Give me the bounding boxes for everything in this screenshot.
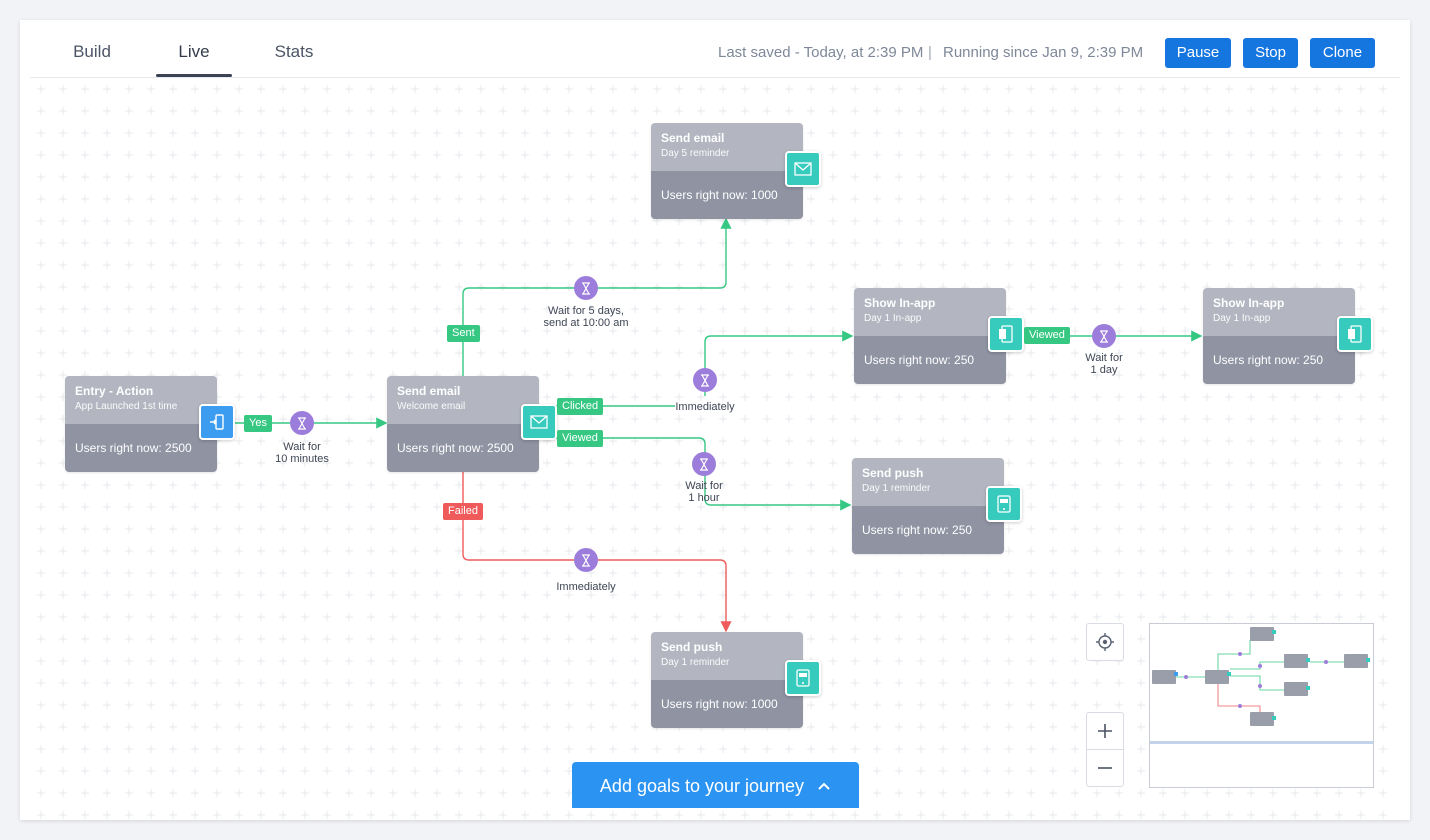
hourglass-icon[interactable] [693, 368, 717, 392]
hourglass-icon[interactable] [1092, 324, 1116, 348]
node-title: Send push [862, 466, 924, 480]
wait-label: Immediately [556, 581, 616, 593]
node-title: Send email [397, 384, 461, 398]
stop-button[interactable]: Stop [1243, 38, 1298, 68]
branch-tag-viewed: Viewed [557, 430, 603, 447]
tab-stats[interactable]: Stats [274, 42, 314, 61]
node-users: Users right now: 1000 [651, 680, 803, 728]
node-subtitle: Day 1 In-app [1213, 313, 1271, 324]
crosshair-icon [1096, 633, 1114, 651]
wait-label: Wait for 1 hour [685, 480, 723, 504]
node-title: Show In-app [1213, 296, 1285, 310]
wait-label: Wait for 5 days, send at 10:00 am [543, 305, 629, 329]
node-users: Users right now: 250 [1203, 336, 1355, 384]
zoom-control [1086, 712, 1124, 787]
tab-live[interactable]: Live [178, 42, 210, 61]
node-title: Send push [661, 640, 723, 654]
branch-tag-yes: Yes [244, 415, 272, 432]
node-subtitle: Day 1 In-app [864, 313, 922, 324]
recenter-control [1086, 623, 1124, 661]
node-subtitle: Day 5 reminder [661, 148, 730, 159]
hourglass-icon[interactable] [692, 452, 716, 476]
node-users: Users right now: 250 [852, 506, 1004, 554]
email-icon [785, 151, 821, 187]
email-icon [521, 404, 557, 440]
node-subtitle: Day 1 reminder [862, 483, 931, 494]
tab-build[interactable]: Build [73, 42, 111, 61]
pause-button[interactable]: Pause [1165, 38, 1231, 68]
node-subtitle: Welcome email [397, 401, 466, 412]
clone-button[interactable]: Clone [1310, 38, 1375, 68]
branch-tag-sent: Sent [447, 325, 480, 342]
minimap-preview [1150, 627, 1373, 744]
running-since-text: Running since Jan 9, 2:39 PM [943, 44, 1144, 61]
node-title: Entry - Action [75, 384, 154, 398]
node-users: Users right now: 2500 [65, 424, 217, 472]
status-separator: | [928, 44, 932, 61]
branch-tag-clicked: Clicked [557, 398, 604, 415]
app-entry-icon [199, 404, 235, 440]
connector-clicked-up [704, 330, 854, 396]
in-app-icon [1337, 316, 1373, 352]
add-goals-label: Add goals to your journey [599, 776, 805, 796]
push-icon [785, 660, 821, 696]
wait-label: Wait for 1 day [1085, 352, 1123, 376]
minimap[interactable] [1149, 623, 1374, 788]
node-users: Users right now: 1000 [651, 171, 803, 219]
node-subtitle: App Launched 1st time [75, 401, 178, 412]
hourglass-icon[interactable] [290, 411, 314, 435]
chevron-up-icon [818, 782, 830, 790]
minus-icon [1098, 767, 1112, 769]
in-app-icon [988, 316, 1024, 352]
recenter-button[interactable] [1087, 624, 1123, 660]
node-users: Users right now: 250 [854, 336, 1006, 384]
branch-tag-failed: Failed [443, 503, 483, 520]
node-title: Send email [661, 131, 725, 145]
wait-label: Wait for 10 minutes [275, 441, 329, 465]
node-subtitle: Day 1 reminder [661, 657, 730, 668]
hourglass-icon[interactable] [574, 276, 598, 300]
last-saved-text: Last saved - Today, at 2:39 PM [718, 44, 924, 61]
connector-sent [462, 217, 732, 376]
plus-icon [1098, 724, 1112, 738]
branch-tag-viewed-inapp: Viewed [1024, 327, 1070, 344]
zoom-out-button[interactable] [1087, 750, 1123, 786]
active-tab-indicator [156, 74, 232, 77]
zoom-in-button[interactable] [1087, 713, 1123, 749]
hourglass-icon[interactable] [574, 548, 598, 572]
add-goals-button[interactable]: Add goals to your journey [572, 762, 859, 808]
node-users: Users right now: 2500 [387, 424, 539, 472]
push-icon [986, 486, 1022, 522]
top-bar: Build Live Stats Last saved - Today, at … [30, 20, 1400, 78]
wait-label: Immediately [675, 401, 735, 413]
node-title: Show In-app [864, 296, 936, 310]
